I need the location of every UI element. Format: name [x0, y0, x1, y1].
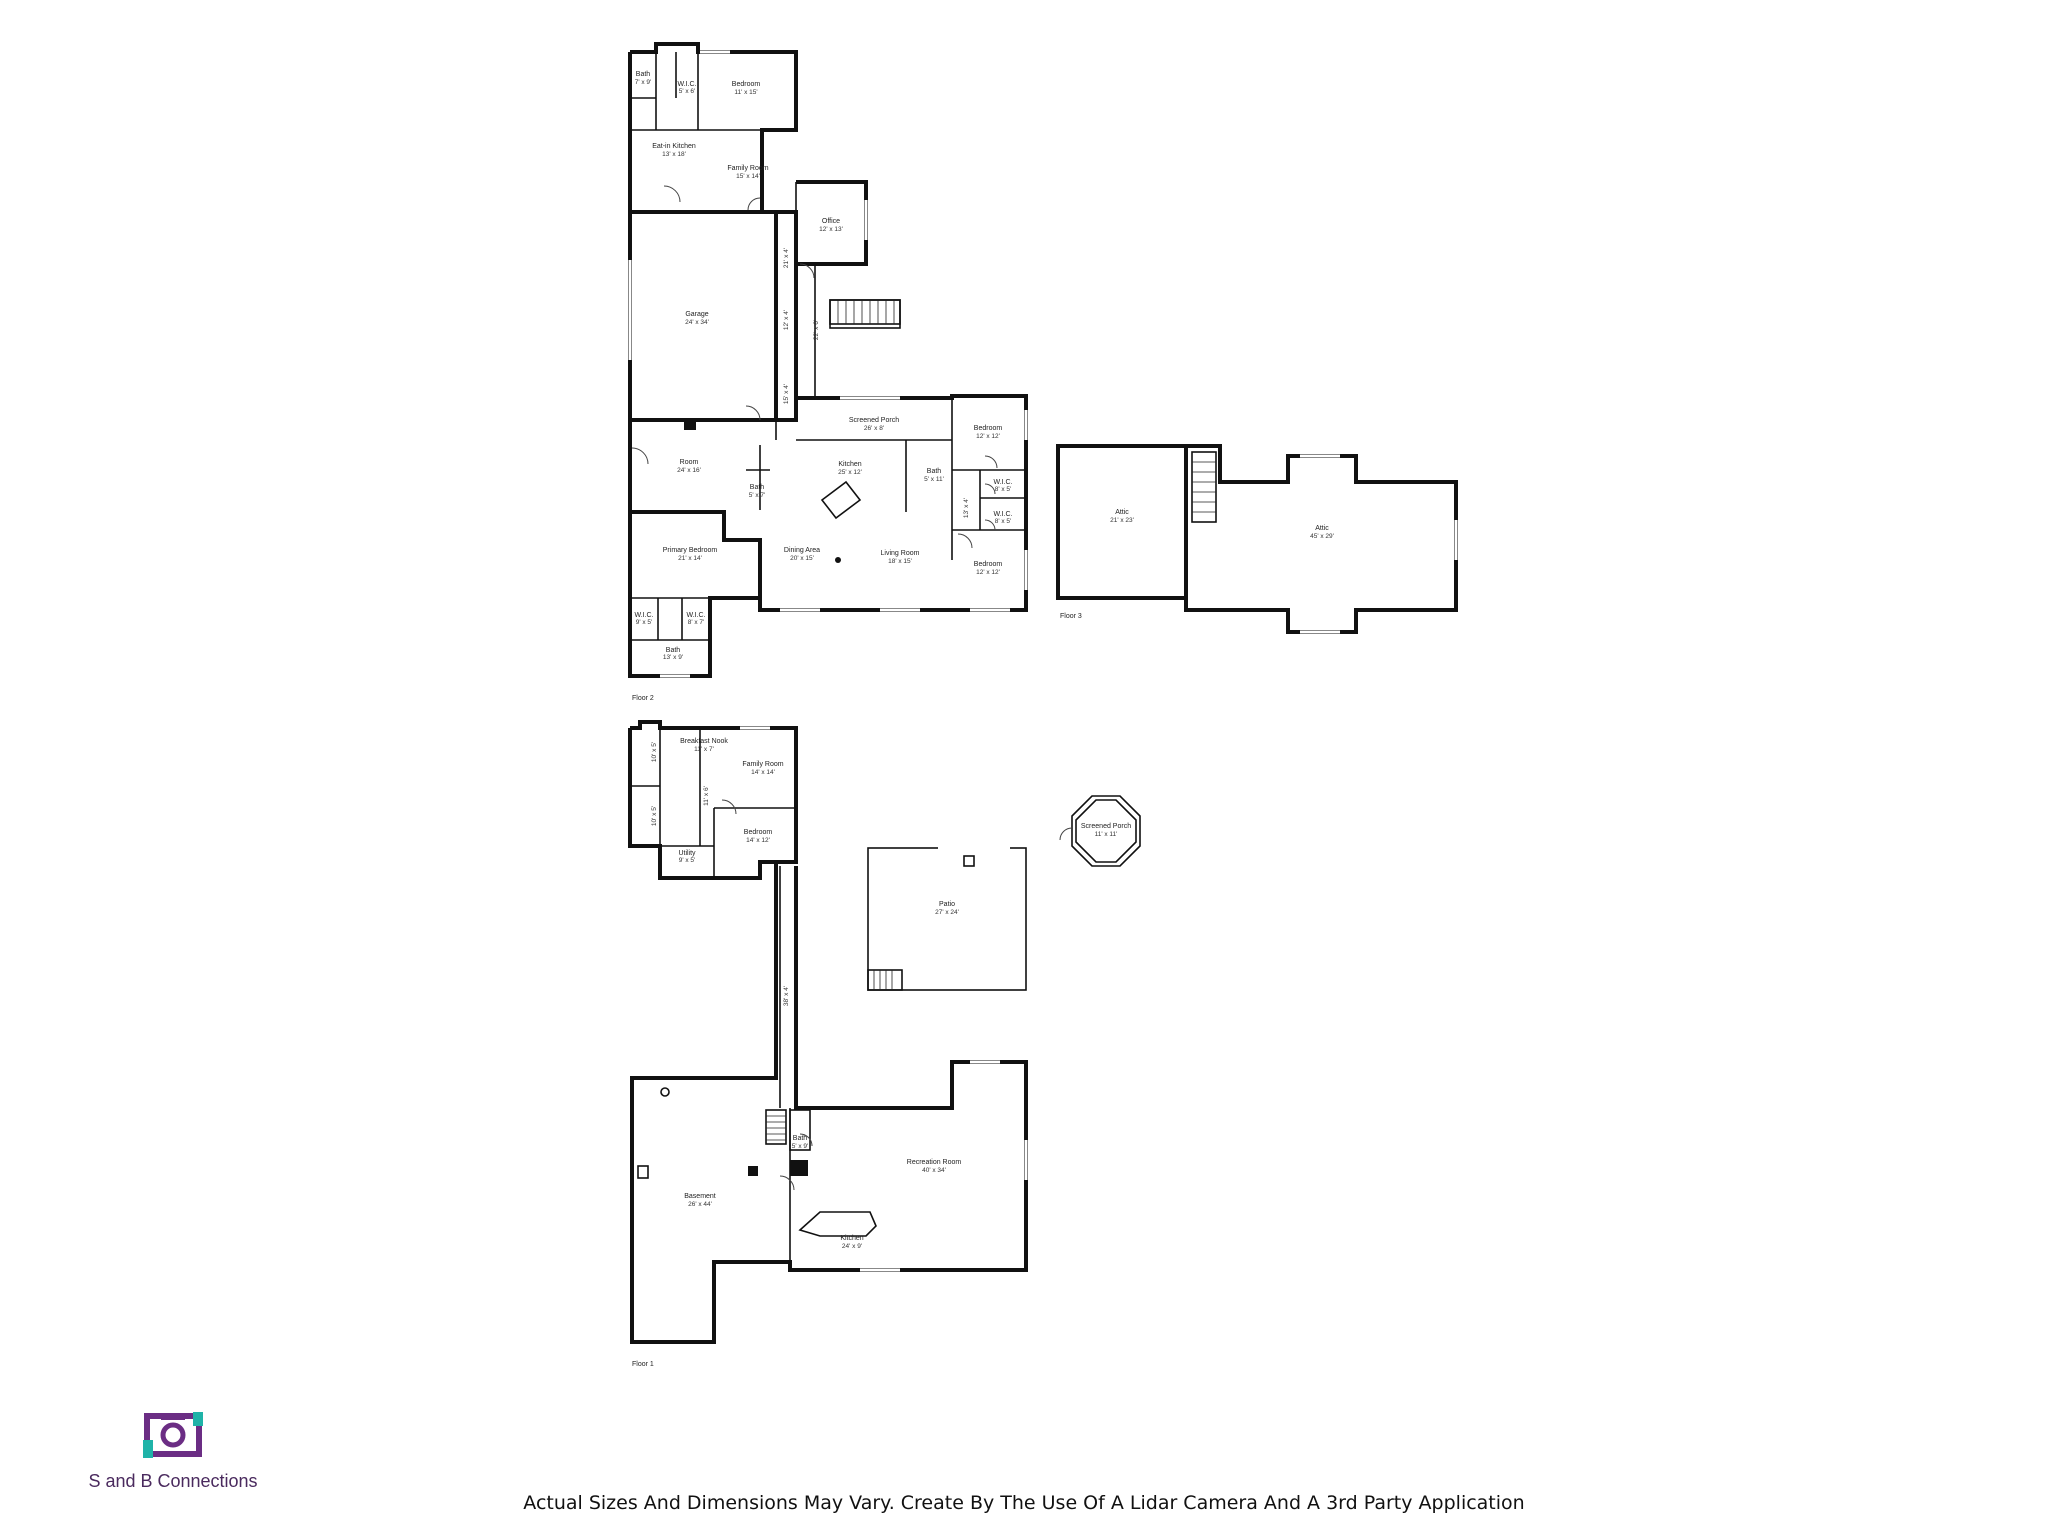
room-label: Family Room [742, 761, 783, 768]
floor-3-label: Floor 3 [1060, 613, 1082, 620]
room-label: Bath [666, 647, 681, 654]
room-dims: 5' x 7' [749, 492, 766, 499]
room-dims: 8' x 7' [688, 619, 705, 626]
floor-1-stairs [765, 1109, 787, 1145]
room-dims: 26' x 44' [688, 1201, 712, 1208]
room-dims: 8' x 5' [995, 518, 1012, 525]
room-label: W.I.C. [993, 479, 1012, 486]
room-dims: 26' x 8' [864, 425, 884, 432]
room-label: Room [680, 459, 699, 466]
room-label: Bedroom [974, 561, 1003, 568]
room-dims: 7' x 9' [635, 79, 652, 86]
camera-icon [143, 1412, 203, 1458]
room-label: Eat-in Kitchen [652, 143, 696, 150]
room-label: Screened Porch [849, 417, 899, 424]
room-dims: 11' x 7' [694, 746, 714, 753]
room-label: Primary Bedroom [663, 547, 718, 554]
room-label: Garage [685, 311, 708, 318]
floor-plan: Bath 7' x 9' W.I.C. 5' x 6' Bedroom 11' … [628, 42, 1458, 1368]
room-dims: 8' x 5' [995, 486, 1012, 493]
hallway-label: 10' x 5' [651, 742, 658, 762]
hallway-label: 12' x 4' [783, 310, 790, 330]
room-dims: 12' x 12' [976, 433, 1000, 440]
room-dims: 20' x 15' [790, 555, 814, 562]
floor-2-stairs [829, 299, 901, 325]
floor-2-plan: Bath 7' x 9' W.I.C. 5' x 6' Bedroom 11' … [628, 42, 1028, 702]
room-label: Kitchen [838, 461, 861, 468]
hallway-label: 21' x 4' [783, 248, 790, 268]
room-label: Bedroom [974, 425, 1003, 432]
room-dims: 18' x 15' [888, 558, 912, 565]
room-dims: 11' x 15' [734, 89, 757, 96]
room-label: Bath [793, 1135, 808, 1142]
room-dims: 14' x 14' [751, 769, 775, 776]
room-label: Recreation Room [907, 1159, 962, 1166]
room-label: Living Room [881, 550, 920, 557]
room-label: Utility [678, 850, 696, 857]
room-dims: 21' x 23' [1110, 517, 1134, 524]
room-label: Breakfast Nook [680, 738, 728, 745]
room-dims: 11' x 11' [1095, 831, 1118, 838]
floor-3-stairs [1191, 451, 1217, 523]
room-label: Bedroom [732, 81, 761, 88]
room-dims: 9' x 5' [636, 619, 653, 626]
hallway-label: 13' x 4' [963, 498, 970, 518]
room-label: Dining Area [784, 547, 820, 554]
hallway-label: 15' x 4' [783, 384, 790, 404]
room-label: Patio [939, 901, 955, 908]
room-label: Kitchen [840, 1235, 863, 1242]
disclaimer-text: Actual Sizes And Dimensions May Vary. Cr… [523, 1492, 1525, 1514]
room-label: Family Room [727, 165, 768, 172]
room-label: Attic [1315, 525, 1329, 532]
room-dims: 13' x 18' [662, 151, 686, 158]
patio-stairs [867, 969, 903, 991]
hallway-label: 10' x 5' [651, 806, 658, 826]
room-dims: 24' x 16' [677, 467, 701, 474]
room-dims: 5' x 9' [792, 1143, 809, 1150]
floor-1-plan: Breakfast Nook 11' x 7' Family Room 14' … [628, 720, 1141, 1368]
hallway-label: 11' x 6' [703, 786, 710, 806]
room-dims: 40' x 34' [922, 1167, 946, 1174]
room-label: Office [822, 218, 840, 225]
room-label: W.I.C. [677, 81, 696, 88]
room-label: Basement [684, 1193, 716, 1200]
room-label: W.I.C. [993, 511, 1012, 518]
room-label: Bath [636, 71, 651, 78]
deck-label: 38' x 4' [783, 986, 790, 1006]
room-dims: 24' x 34' [685, 319, 709, 326]
room-label: Screened Porch [1081, 823, 1131, 830]
room-label: Bath [927, 468, 942, 475]
floor-1-label: Floor 1 [632, 1361, 654, 1368]
brand-logo: S and B Connections [68, 1410, 278, 1492]
room-dims: 27' x 24' [935, 909, 959, 916]
room-dims: 13' x 9' [663, 654, 683, 661]
room-label: W.I.C. [686, 612, 705, 619]
room-dims: 21' x 14' [678, 555, 702, 562]
room-dims: 12' x 12' [976, 569, 1000, 576]
room-dims: 25' x 12' [838, 469, 862, 476]
room-label: Attic [1115, 509, 1129, 516]
room-dims: 12' x 13' [819, 226, 843, 233]
room-dims: 9' x 5' [679, 857, 696, 864]
floor-3-plan: Attic 21' x 23' Attic 45' x 29' Floor 3 [1056, 444, 1458, 634]
room-label: Bedroom [744, 829, 773, 836]
room-dims: 24' x 9' [842, 1243, 862, 1250]
room-label: W.I.C. [634, 612, 653, 619]
room-dims: 5' x 11' [924, 476, 944, 483]
room-dims: 14' x 12' [746, 837, 770, 844]
room-dims: 45' x 29' [1310, 533, 1334, 540]
brand-name: S and B Connections [88, 1471, 258, 1491]
room-label: Bath [750, 484, 765, 491]
deck-label: 22' x 6' [813, 320, 820, 340]
room-dims: 15' x 14' [736, 173, 760, 180]
room-dims: 5' x 6' [679, 88, 696, 95]
floor-2-label: Floor 2 [632, 695, 654, 702]
